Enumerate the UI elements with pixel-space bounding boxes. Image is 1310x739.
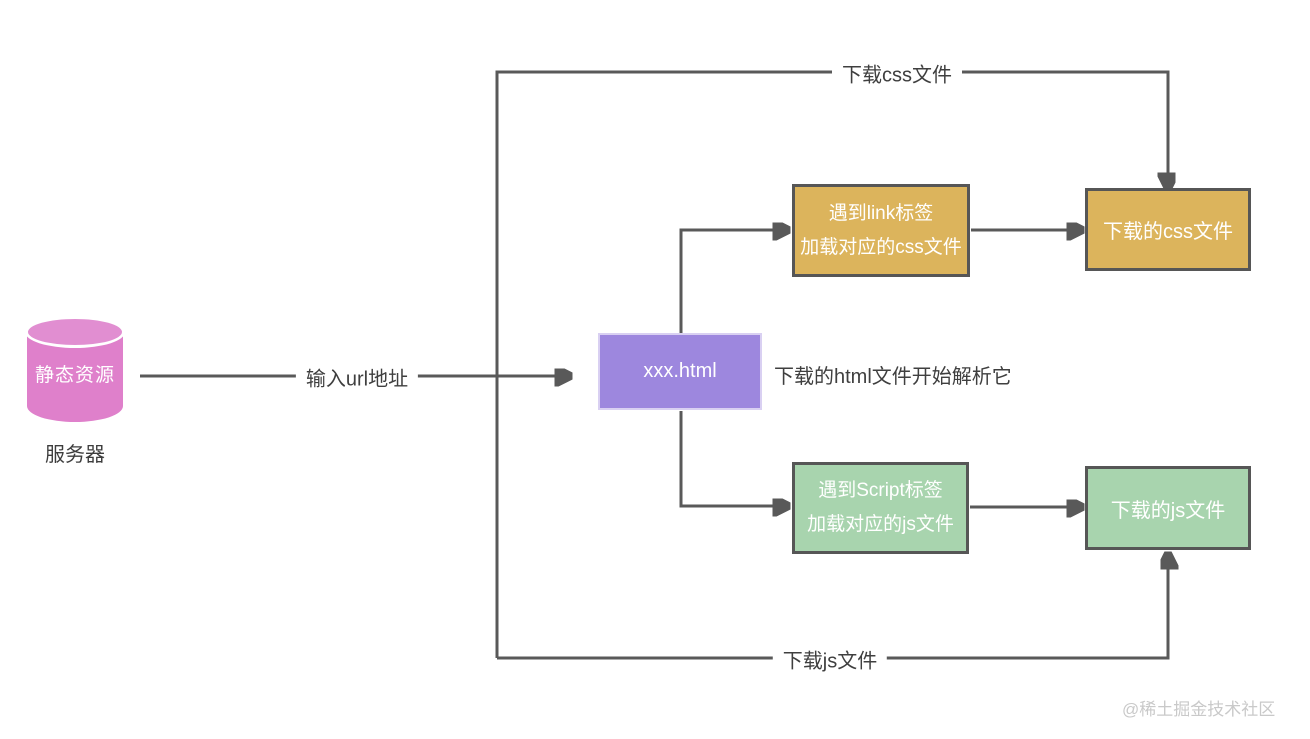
server-database-icon: 静态资源 [25,316,125,422]
node-downloaded-js: 下载的js文件 [1085,466,1251,550]
edge-loop-bottom [497,556,1168,660]
node-script-line1: 遇到Script标签 [818,480,943,501]
node-js-label: 下载的js文件 [1110,499,1226,522]
node-link-line2: 加载对应的css文件 [800,236,962,258]
node-downloaded-css: 下载的css文件 [1085,188,1251,271]
node-html-label: xxx.html [643,360,717,382]
html-parse-note: 下载的html文件开始解析它 [774,366,1012,388]
edge-label-download-css: 下载css文件 [832,56,962,90]
node-script-tag: 遇到Script标签 加载对应的js文件 [792,462,969,554]
node-script-line2: 加载对应的js文件 [807,514,954,535]
node-html-file: xxx.html [598,333,762,410]
watermark-text: @稀土掘金技术社区 [1122,700,1276,719]
server-db-label: 静态资源 [34,365,115,386]
node-link-line1: 遇到link标签 [828,202,934,224]
node-link-tag: 遇到link标签 加载对应的css文件 [792,184,970,277]
edge-html-to-link [679,230,786,333]
edge-label-download-js: 下载js文件 [772,642,888,676]
edge-label-input-url: 输入url地址 [295,360,419,394]
node-css-label: 下载的css文件 [1103,221,1233,243]
server-name-label: 服务器 [45,444,105,466]
cylinder-top [25,316,125,348]
edge-html-to-script [679,411,786,506]
